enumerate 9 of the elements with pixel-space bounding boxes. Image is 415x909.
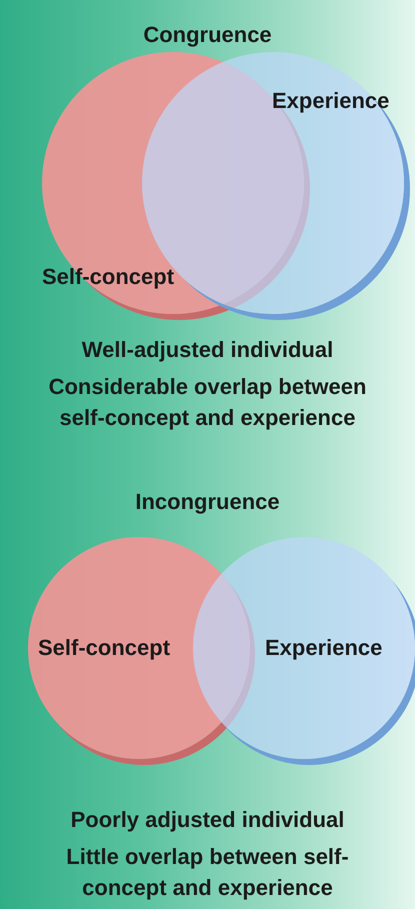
circle-label: Experience: [272, 88, 390, 114]
subheading: Well-adjusted individual: [80, 336, 334, 364]
subheading: Poorly adjusted individual: [70, 806, 346, 834]
panel-heading: Congruence: [142, 21, 273, 49]
panel-heading: Incongruence: [134, 488, 281, 516]
description-text: Considerable overlap between self-concept and experience: [48, 373, 368, 432]
description-text: Little overlap between self-concept and experience: [65, 843, 350, 902]
circle-label: Experience: [265, 635, 382, 661]
circle-label: Self-concept: [38, 635, 170, 661]
